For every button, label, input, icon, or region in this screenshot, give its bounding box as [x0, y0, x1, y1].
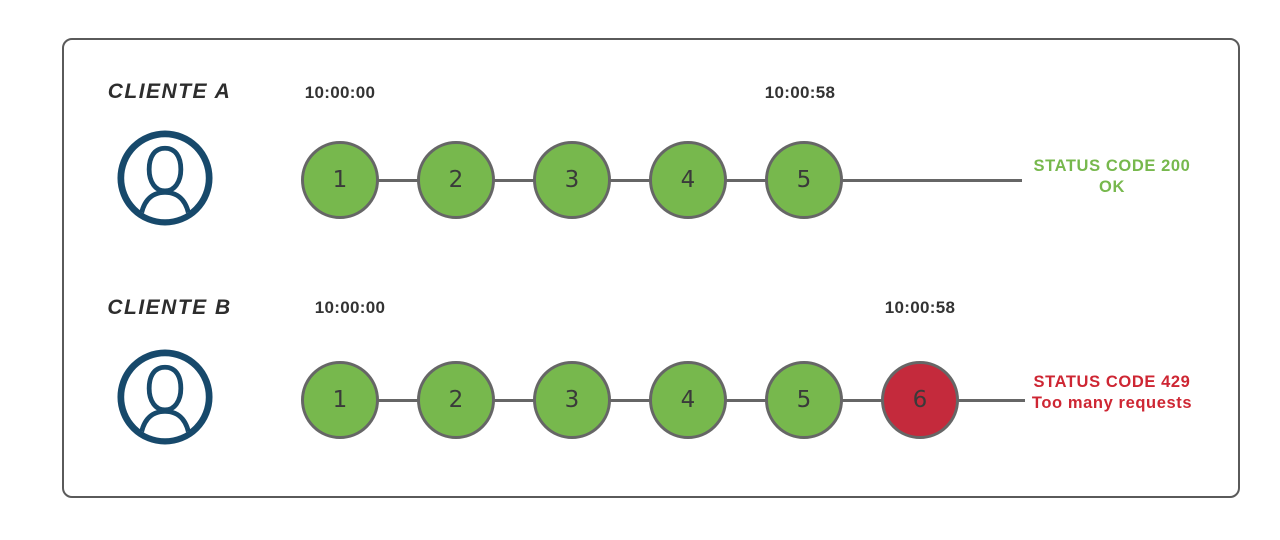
- status-code-line: STATUS CODE 429: [1033, 373, 1191, 391]
- request-circle-5: 5: [765, 361, 843, 439]
- status-code-line: STATUS CODE 200: [1033, 157, 1191, 175]
- request-circle-2: 2: [417, 141, 495, 219]
- end-timestamp: 10:00:58: [884, 298, 956, 317]
- status-text-b: STATUS CODE 429 Too many requests: [1022, 372, 1202, 414]
- client-b-label: CLIENTE B: [107, 296, 232, 319]
- status-text-a: STATUS CODE 200 OK: [1022, 156, 1202, 198]
- request-circle-4: 4: [649, 141, 727, 219]
- end-timestamp: 10:00:58: [764, 83, 836, 102]
- client-a-label: CLIENTE A: [107, 80, 232, 103]
- diagram-frame: [62, 38, 1240, 498]
- start-timestamp: 10:00:00: [304, 83, 376, 102]
- request-circle-1: 1: [301, 361, 379, 439]
- status-message-line: OK: [1099, 178, 1125, 196]
- status-message-line: Too many requests: [1031, 394, 1193, 412]
- start-timestamp: 10:00:00: [314, 298, 386, 317]
- request-circle-3: 3: [533, 361, 611, 439]
- request-circle-5: 5: [765, 141, 843, 219]
- request-circle-3: 3: [533, 141, 611, 219]
- request-circle-1: 1: [301, 141, 379, 219]
- request-circle-2: 2: [417, 361, 495, 439]
- request-circle-6-blocked: 6: [881, 361, 959, 439]
- user-avatar-icon: [117, 130, 213, 226]
- user-avatar-icon: [117, 349, 213, 445]
- request-circle-4: 4: [649, 361, 727, 439]
